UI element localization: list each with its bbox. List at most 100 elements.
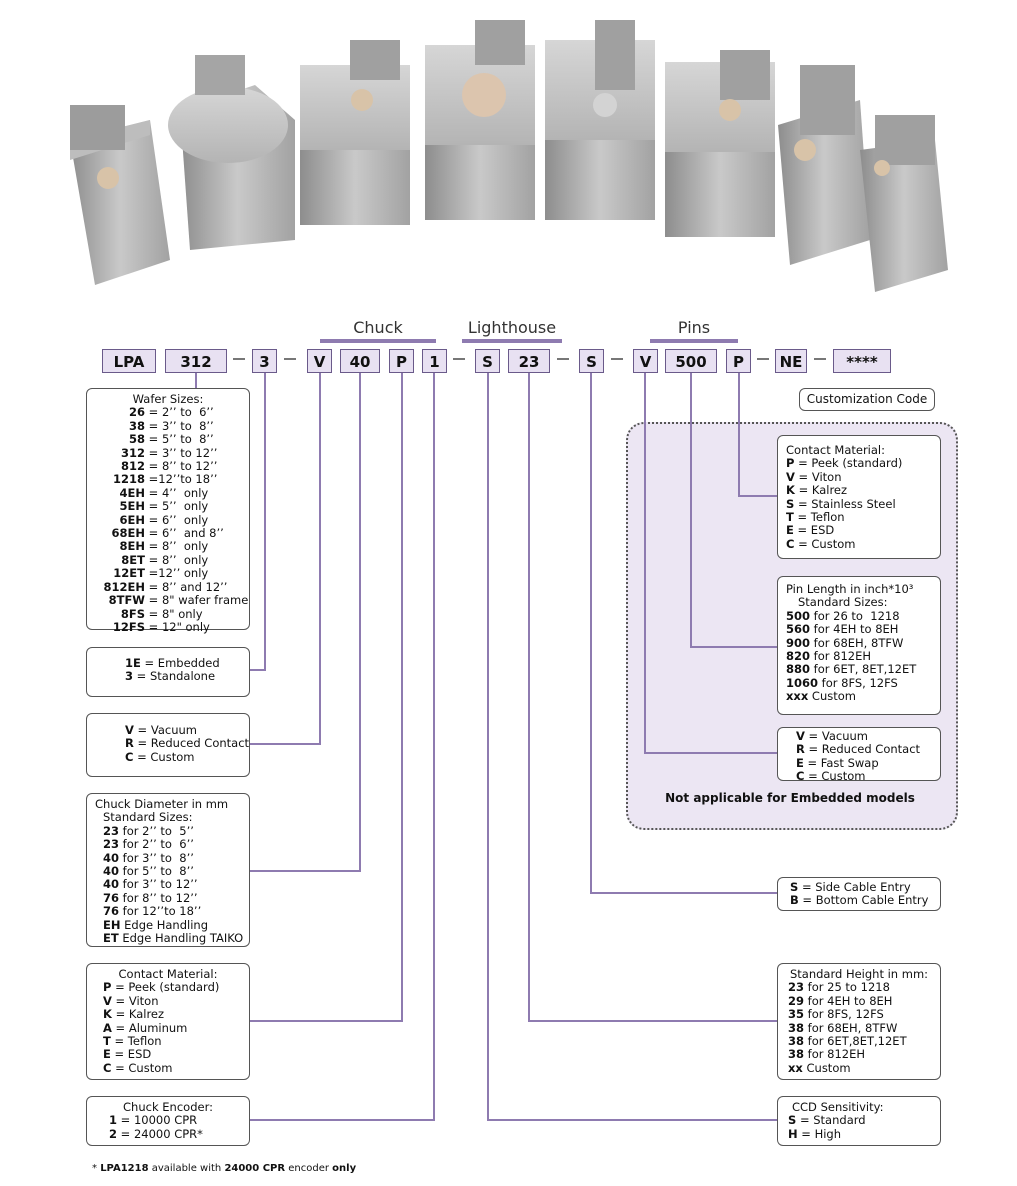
item-text: for 2’’ to 6’’ xyxy=(119,837,194,852)
item-code: 23 xyxy=(788,980,805,995)
list-item: 38 for 6ET,8ET,12ET xyxy=(786,1034,932,1049)
code-segment-wafer-size: 312 xyxy=(165,349,227,373)
item-text: for 812EH xyxy=(804,1047,866,1062)
item-text: for 68EH, 8TFW xyxy=(810,635,904,650)
connector-pin-contact xyxy=(738,373,777,497)
item-text: = Reduced Contact xyxy=(133,736,250,751)
list-item: 29 for 4EH to 8EH xyxy=(786,993,932,1008)
list-item: S = Stainless Steel xyxy=(786,497,932,511)
list-item: 312 = 3’’ to 12’’ xyxy=(95,446,241,460)
item-text: = Kalrez xyxy=(111,1007,165,1022)
pin-contact-box: Contact Material: P = Peek (standard)V =… xyxy=(777,435,941,559)
header-pins-line xyxy=(650,339,738,343)
list-item: E = Fast Swap xyxy=(786,755,932,770)
item-code: 68EH xyxy=(111,526,145,541)
item-text: = Custom xyxy=(133,749,195,764)
item-code: P xyxy=(103,980,112,995)
pin-length-title: Pin Length in inch*10³ xyxy=(786,582,914,596)
list-item: S = Standard xyxy=(786,1114,932,1127)
list-item: 812EH = 8’’ and 12’’ xyxy=(95,580,241,594)
list-item: 8FS = 8" only xyxy=(95,607,241,621)
item-code: T xyxy=(786,510,794,525)
item-code: E xyxy=(796,755,804,770)
item-code: 6EH xyxy=(119,512,145,527)
chuck-contact-box: Contact Material: P = Peek (standard)V =… xyxy=(86,963,250,1080)
item-code: C xyxy=(796,769,805,784)
item-code: 58 xyxy=(128,432,145,447)
item-text: = Fast Swap xyxy=(803,755,879,770)
list-item: 68EH = 6’’ and 8’’ xyxy=(95,526,241,541)
code-dash xyxy=(453,358,465,360)
item-text: for 4EH to 8EH xyxy=(804,993,893,1008)
item-code: 38 xyxy=(788,1034,805,1049)
item-code: 12FS xyxy=(112,619,145,634)
item-code: V xyxy=(103,993,112,1008)
header-pins: Pins xyxy=(677,318,711,337)
list-item: 880 for 6ET, 8ET,12ET xyxy=(786,663,932,676)
item-text: = Kalrez xyxy=(794,483,848,498)
item-text: for 8’’ to 12’’ xyxy=(119,890,198,905)
list-item: T = Teflon xyxy=(786,510,932,525)
list-item: 12FS = 12" only xyxy=(95,619,241,634)
item-code: 76 xyxy=(103,890,120,905)
list-item: R = Reduced Contact xyxy=(786,743,932,756)
item-text: = 8’’ only xyxy=(145,552,209,567)
item-code: 820 xyxy=(786,649,811,664)
footnote-star: * xyxy=(92,1163,101,1174)
footnote-encoder: 24000 CPR xyxy=(224,1163,286,1174)
code-segment-ne: NE xyxy=(775,349,807,373)
list-item: 8TFW = 8" wafer frame xyxy=(95,593,249,607)
item-code: 29 xyxy=(788,993,805,1008)
list-item: P = Peek (standard) xyxy=(786,457,932,470)
chuck-diameter-title: Chuck Diameter in mm xyxy=(95,797,229,811)
list-item: C = Custom xyxy=(786,536,932,551)
list-item: 23 for 25 to 1218 xyxy=(786,981,932,994)
list-item: 1E = Embedded xyxy=(95,656,241,670)
item-text: for 8FS, 12FS xyxy=(818,675,898,690)
list-item: 12ET =12’’ only xyxy=(95,566,241,581)
item-text: = Teflon xyxy=(110,1034,162,1049)
item-code: V xyxy=(125,723,134,737)
item-text: =12’’ only xyxy=(145,566,209,581)
customization-code-label: Customization Code xyxy=(799,388,935,411)
item-text: for 6ET,8ET,12ET xyxy=(804,1034,907,1049)
item-text: = Custom xyxy=(804,769,866,784)
item-code: 500 xyxy=(786,608,811,623)
list-item: P = Peek (standard) xyxy=(95,981,241,994)
list-item: 38 = 3’’ to 8’’ xyxy=(95,419,241,433)
list-item: C = Custom xyxy=(786,770,932,783)
list-item: 500 for 26 to 1218 xyxy=(786,608,932,623)
item-text: for 26 to 1218 xyxy=(810,608,900,623)
list-item: A = Aluminum xyxy=(95,1021,241,1035)
list-item: C = Custom xyxy=(95,749,241,764)
item-text: = 6’’ and 8’’ xyxy=(145,526,224,541)
list-item: 6EH = 6’’ only xyxy=(95,512,241,527)
connector-pin-length xyxy=(690,373,777,648)
code-dash xyxy=(557,358,569,360)
code-segment-pin-type: V xyxy=(633,349,658,373)
list-item: 8EH = 8’’ only xyxy=(95,540,241,554)
item-code: xxx xyxy=(786,689,809,704)
item-code: 2 xyxy=(109,1126,118,1141)
list-item: 38 for 68EH, 8TFW xyxy=(786,1021,932,1035)
connector-height xyxy=(528,373,777,1022)
list-item: 26 = 2’’ to 6’’ xyxy=(95,405,241,419)
item-text: Edge Handling xyxy=(120,917,208,932)
item-code: C xyxy=(786,536,795,551)
item-code: S xyxy=(790,880,799,894)
connector-chuck-diameter xyxy=(250,373,361,872)
list-item: T = Teflon xyxy=(95,1034,241,1049)
item-code: 560 xyxy=(786,622,811,637)
item-text: for 4EH to 8EH xyxy=(810,622,899,637)
item-code: ET xyxy=(103,931,119,946)
item-text: for 3’’ to 8’’ xyxy=(119,850,194,865)
item-code: 40 xyxy=(103,850,120,865)
footnote-model: LPA1218 xyxy=(100,1163,149,1174)
code-segment-custom: **** xyxy=(833,349,891,373)
list-item: H = High xyxy=(786,1127,932,1141)
item-code: K xyxy=(103,1007,112,1022)
